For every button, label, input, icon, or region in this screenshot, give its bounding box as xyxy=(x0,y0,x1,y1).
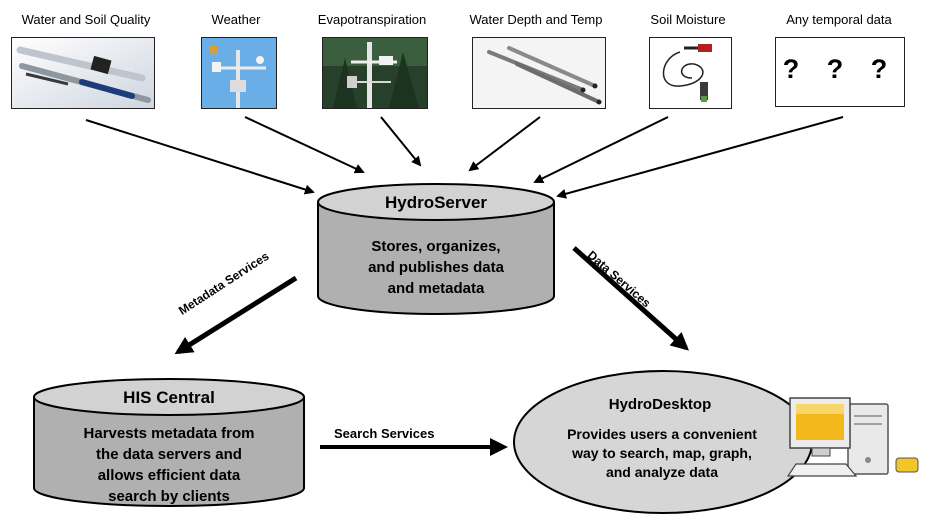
data-services-arrow xyxy=(572,246,689,351)
arrow-weather xyxy=(244,116,365,174)
hydroserver-cylinder xyxy=(317,183,555,315)
hydrodesktop-line: and analyze data xyxy=(605,464,719,480)
his-central-line: search by clients xyxy=(108,488,230,505)
arrow-temporal xyxy=(556,116,844,199)
soil-moisture-probe-photo xyxy=(649,37,732,109)
hydroserver-line: and metadata xyxy=(387,280,485,297)
weather-station-photo xyxy=(201,37,277,109)
his-central-description: Harvests metadata from the data servers … xyxy=(34,423,304,507)
source-label-water-depth: Water Depth and Temp xyxy=(469,12,603,27)
hydroserver-title: HydroServer xyxy=(384,193,488,212)
desktop-computer-icon xyxy=(786,397,919,477)
his-central-line: the data servers and xyxy=(96,446,242,463)
arrow-soil-moisture xyxy=(533,116,669,183)
source-label-water-soil: Water and Soil Quality xyxy=(21,12,151,27)
hydrodesktop-line: way to search, map, graph, xyxy=(572,445,752,461)
depth-probes-photo xyxy=(472,37,606,109)
his-central-cylinder xyxy=(33,378,305,507)
his-central-line: Harvests metadata from xyxy=(83,425,255,442)
hydrodesktop-description: Provides users a convenient way to searc… xyxy=(530,425,794,482)
question-marks: ? ? ? xyxy=(782,54,898,84)
water-quality-sensor-photo xyxy=(11,37,155,109)
his-central-line: allows efficient data xyxy=(97,467,241,484)
arrow-water-soil xyxy=(85,119,315,195)
search-services-label: Search Services xyxy=(334,426,435,441)
hydroserver-line: Stores, organizes, xyxy=(371,238,501,255)
hydroserver-line: and publishes data xyxy=(368,259,504,276)
hydrodesktop-line: Provides users a convenient xyxy=(567,426,757,442)
source-label-weather: Weather xyxy=(211,12,261,27)
hydrodesktop-title: HydroDesktop xyxy=(608,396,712,413)
flux-tower-photo xyxy=(322,37,428,109)
source-label-soil-moisture: Soil Moisture xyxy=(650,12,726,27)
arrow-water-depth xyxy=(468,116,541,172)
source-label-evapotranspiration: Evapotranspiration xyxy=(317,12,427,27)
question-marks-box: ? ? ? xyxy=(775,37,905,107)
his-central-title: HIS Central xyxy=(123,388,215,407)
metadata-services-arrow xyxy=(174,275,298,355)
hydroserver-description: Stores, organizes, and publishes data an… xyxy=(318,236,554,299)
arrow-evapotranspiration xyxy=(380,116,422,167)
source-label-temporal: Any temporal data xyxy=(786,12,892,27)
